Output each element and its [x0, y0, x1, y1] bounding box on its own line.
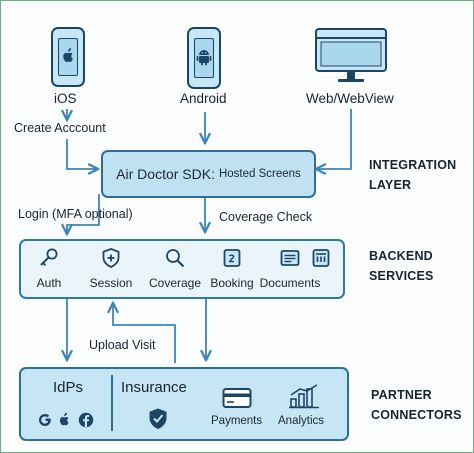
service-booking-label: Booking: [210, 276, 254, 290]
service-session-label: Session: [89, 276, 133, 290]
arrow-web-to-sdk: [317, 109, 352, 169]
integration-label-line2: LAYER: [369, 178, 412, 192]
arrow-sdk-to-login: [67, 194, 100, 233]
web-monitor-icon: [315, 28, 387, 82]
idps-title: IdPs: [53, 379, 84, 396]
calendar-icon: [223, 249, 241, 267]
backend-services-label: BACKEND SERVICES: [369, 246, 434, 286]
arrow-ios-to-sdk: [66, 139, 97, 169]
create-account-label: Create Acccount: [14, 121, 106, 135]
analytics-label: Analytics: [278, 415, 325, 427]
integration-label-line1: INTEGRATION: [369, 158, 457, 172]
air-doctor-sdk-box: Air Doctor SDK: Hosted Screens: [101, 150, 316, 198]
arrow-upload-visit: [113, 304, 176, 363]
partner-connectors-label: PARTNER CONNECTORS: [371, 385, 462, 425]
upload-visit-label: Upload Visit: [89, 338, 156, 352]
facebook-icon: [78, 412, 94, 428]
service-booking: Booking: [207, 247, 257, 290]
sdk-title: Air Doctor SDK:: [116, 166, 215, 182]
document-icon: [280, 250, 300, 266]
partner-label-line2: CONNECTORS: [371, 408, 462, 422]
shield-plus-icon: [102, 248, 120, 268]
backend-services-box: Auth Session Coverage Booking: [19, 239, 345, 299]
service-auth-label: Auth: [36, 276, 62, 290]
web-label: Web/WebView: [306, 91, 394, 106]
service-auth: Auth: [31, 247, 67, 290]
bank-icon: [312, 249, 330, 267]
insurance-title: Insurance: [121, 379, 187, 396]
google-icon: [39, 414, 51, 426]
ios-phone-icon: [51, 27, 85, 87]
sdk-subtitle: Hosted Screens: [218, 168, 301, 180]
service-session: Session: [85, 247, 137, 290]
key-icon: [40, 248, 58, 267]
partner-divider: [111, 375, 113, 431]
service-documents-label: Documents: [259, 276, 321, 290]
ios-label: iOS: [54, 91, 77, 106]
service-coverage: Coverage: [147, 247, 203, 290]
backend-label-line1: BACKEND: [369, 249, 433, 263]
idp-logos: [39, 412, 94, 428]
bar-chart-icon: [289, 384, 319, 409]
backend-label-line2: SERVICES: [369, 269, 434, 283]
magnifier-icon: [166, 249, 185, 268]
service-coverage-label: Coverage: [148, 276, 202, 290]
payments-label: Payments: [211, 415, 263, 427]
apple-icon: [59, 412, 69, 426]
partner-label-line1: PARTNER: [371, 388, 432, 402]
service-bank: [309, 247, 333, 274]
coverage-check-label: Coverage Check: [219, 210, 313, 224]
insurance-shield-icon: [149, 408, 167, 429]
credit-card-icon: [222, 388, 252, 408]
login-label: Login (MFA optional): [18, 207, 133, 221]
partner-connectors-box: IdPs Insurance Payments: [19, 367, 349, 441]
service-documents: Documents: [259, 247, 321, 290]
integration-layer-label: INTEGRATION LAYER: [369, 155, 456, 195]
apple-logo-icon: [63, 48, 73, 63]
android-phone-icon: [187, 27, 221, 89]
android-label: Android: [180, 91, 227, 106]
android-logo-icon: [196, 50, 212, 66]
